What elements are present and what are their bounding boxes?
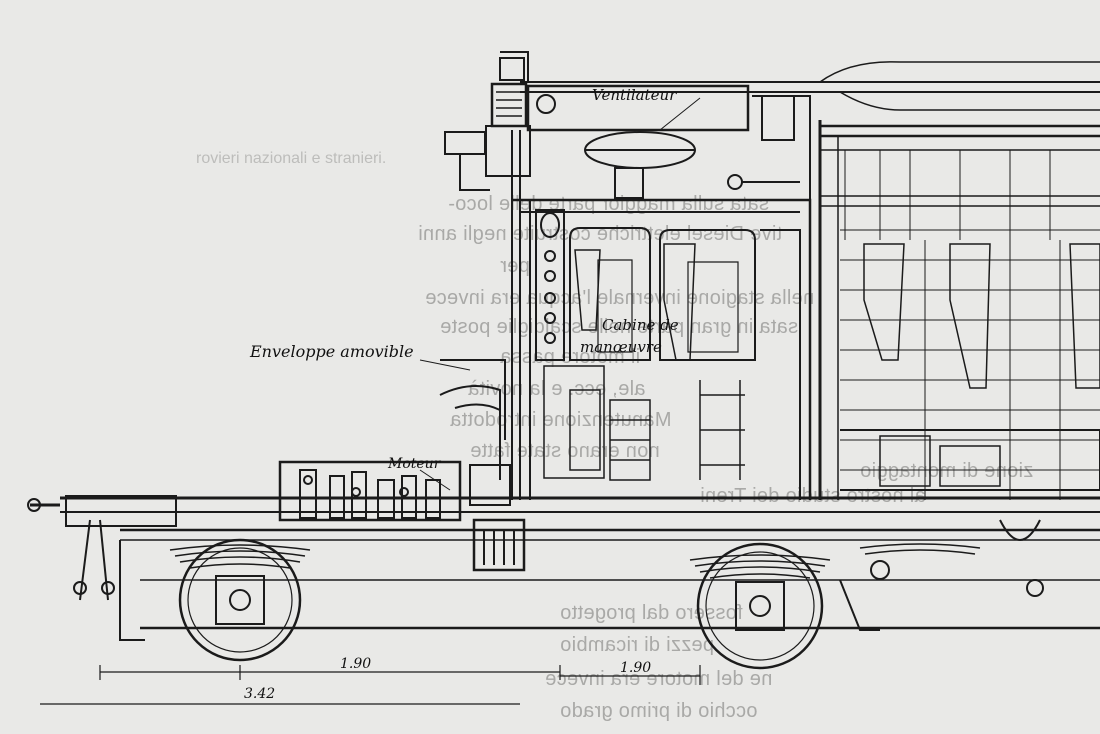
roof-air-duct [499, 51, 1100, 111]
cooling-tower [444, 82, 531, 191]
ventilateur-label: Ventilateur [592, 86, 677, 104]
body-ribs [840, 150, 1100, 500]
wheel-rear [696, 542, 824, 670]
dimension-lines [40, 665, 701, 705]
front-buffer [65, 495, 177, 641]
dimension-label: 3.42 [244, 686, 276, 702]
leaf-springs [169, 543, 981, 579]
bg-text-line: rovieri nazionali e stranieri. [196, 150, 387, 167]
enveloppe-amovible-label: Enveloppe amovible [250, 342, 414, 361]
moteur-label: Moteur [388, 456, 441, 472]
cab-interior [543, 365, 1100, 491]
body-frame [511, 120, 1100, 500]
label-leaders [419, 97, 701, 491]
wheel-front [178, 538, 302, 662]
chassis-frame [27, 496, 1100, 630]
middle-bogie-pivot [472, 518, 1044, 631]
cab-windows [569, 227, 801, 500]
dimension-label: 1.90 [340, 656, 372, 672]
hanging-filters [574, 243, 1100, 389]
diesel-engine [278, 359, 511, 522]
control-panel [535, 209, 565, 361]
manoeuvre-label: manœuvre [580, 338, 662, 356]
ventilator-assembly [526, 84, 811, 210]
cabine-label: Cabine de [602, 316, 679, 334]
dimension-label: 1.90 [620, 660, 652, 676]
